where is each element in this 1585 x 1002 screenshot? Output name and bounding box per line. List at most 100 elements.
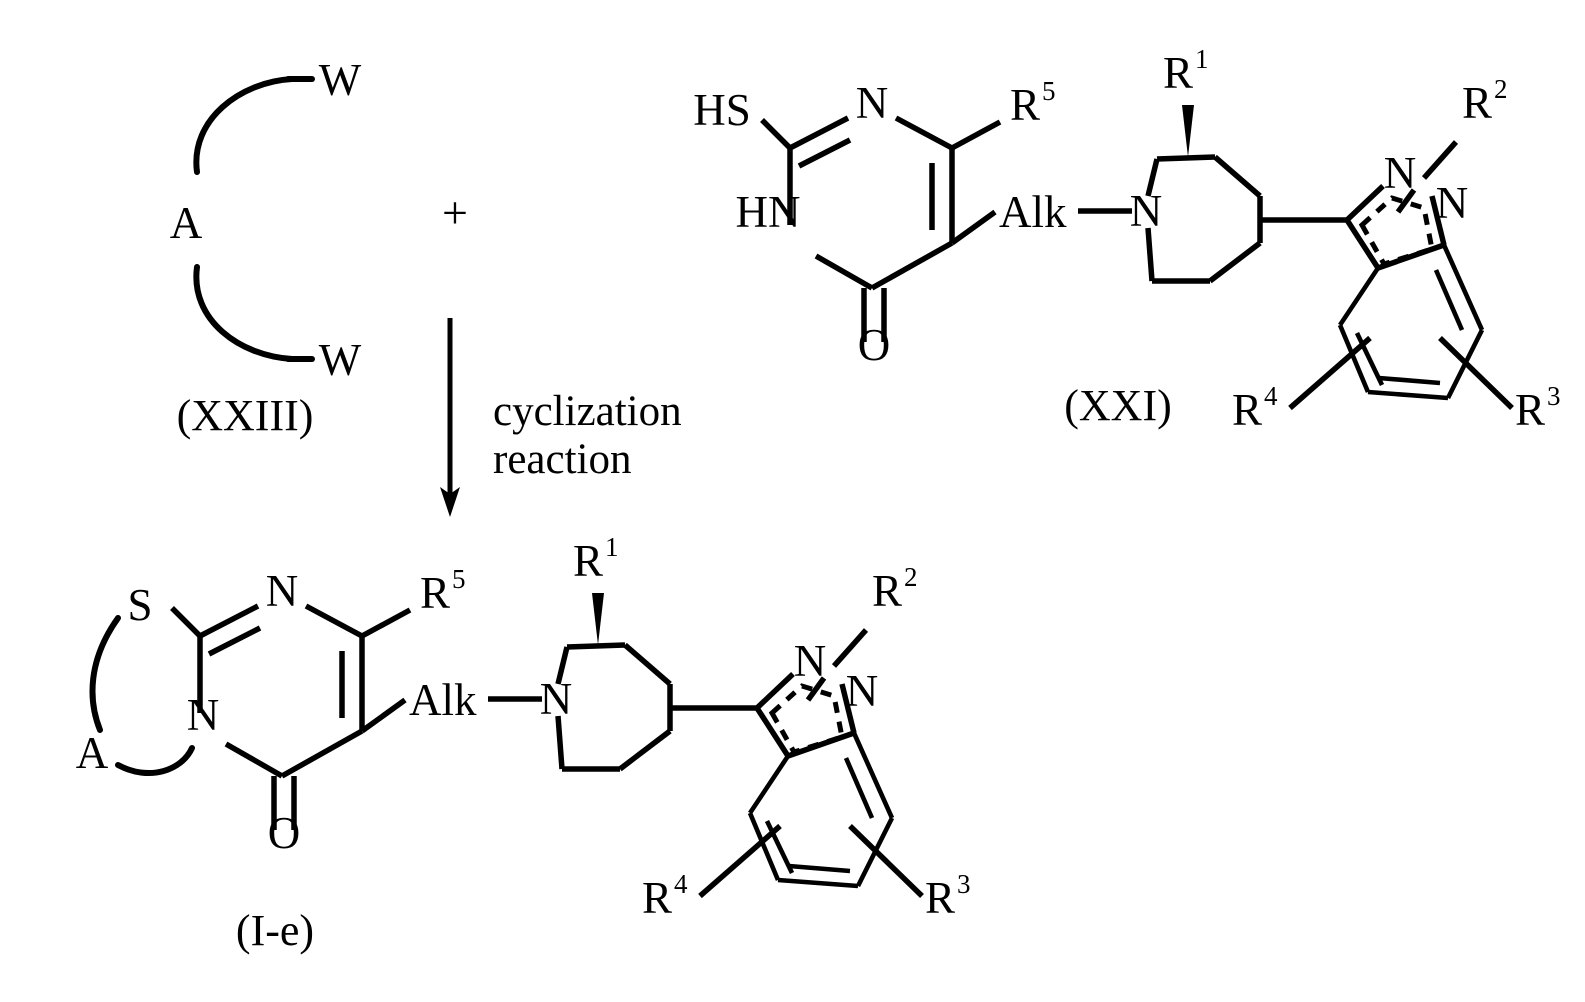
atom-label-hn-xxi: HN [736,187,801,237]
bond-c5-c6-xxi [870,240,954,291]
bond-wedge-r1-xxi [1182,105,1194,157]
bond-n1-r2-stub-ie [805,676,827,702]
bond-c6-n1-ie [224,741,284,779]
bond-c4-r5-ie [360,607,412,639]
bond-pip-c3-c4-xxi [1213,154,1262,199]
bond-c6-n1-xxi [814,253,874,291]
bond-a-to-n1-ie [115,745,195,776]
substituent-r1-superscript-xxi: 1 [1195,44,1209,74]
substituent-r4-superscript-ie: 4 [674,869,688,899]
atom-label-o-xxi: O [858,320,891,370]
compound-label-xxi: (XXI) [1064,381,1172,430]
substituent-r5-ie: R [420,568,450,618]
atom-label-piperidine-n-ie: N [540,674,573,724]
bond-benz-3-ie [777,877,859,889]
bond-pyz-c3-n1-ie [755,672,795,710]
substituent-r2-superscript-xxi: 2 [1494,74,1508,104]
arrow-condition-line1: cyclization [493,388,682,435]
substituent-r5-superscript-xxi: 5 [1042,76,1056,106]
substituent-r5-xxi: R [1010,80,1040,130]
bond-pyz-c3a-c3-xxi [1344,218,1381,270]
bond-pip-c5-c6-ie [618,728,672,772]
bond-c2-n3-inner-ie [207,625,262,657]
atom-label-s-ie: S [127,580,152,630]
substituent-r5-superscript-ie: 5 [452,564,466,594]
substituent-r3-xxi: R [1515,385,1545,435]
bond-pip-c2-c3-ie [566,642,626,650]
bond-wedge-r1-ie [592,593,604,645]
bond-a-to-w-top [193,76,295,175]
bond-benz-1-xxi [1338,266,1380,327]
substituent-r4-ie: R [642,873,672,923]
bond-benz-2-xxi [1337,324,1371,393]
bond-pip-c3-c4-ie [623,642,672,687]
substituent-r4-superscript-xxi: 4 [1264,381,1278,411]
bond-s-to-a-ie [89,615,121,733]
bond-benz-inner-2-xxi [1378,375,1441,386]
atom-label-pyrazole-n1-ie: N [794,636,827,686]
piperidine-ring-xxi: R 1 N [1130,44,1263,284]
bond-c2-n3-ie [198,603,260,639]
pyrazole-ring-xxi: N N R 2 [1344,74,1508,271]
reaction-arrow [440,318,460,517]
bond-pip-c5-c6-xxi [1208,240,1262,284]
pyrazole-aromatic-dashes-xxi [1358,195,1435,267]
plus-sign: + [442,187,468,238]
atom-label-o-ie: O [268,808,301,858]
bond-benz-1-ie [748,754,790,815]
bond-s-to-c2-ie [170,606,202,638]
atom-label-pyrazole-n2-xxi: N [1436,178,1469,228]
bond-benz-inner-1-xxi [1354,332,1385,386]
linker-alk-ie: Alk [409,675,477,725]
atom-label-n-top-ie: N [266,566,299,616]
substituent-r1-superscript-ie: 1 [605,532,619,562]
bond-n1-r2-stub-xxi [1395,188,1417,214]
product-ie-structure: S A N N O R 5 Alk R 1 N [76,532,971,955]
atom-label-n-bridge-ie: N [187,690,220,740]
bond-benz-5-ie [851,732,895,819]
substituent-r3-superscript-ie: 3 [957,869,971,899]
bond-c5-c6-ie [280,728,364,779]
bond-pyz-n2-c7-ie [839,683,857,734]
bond-benz-2-ie [747,812,781,881]
compound-label-xxiii: (XXIII) [177,391,314,440]
atom-label-pyrazole-n2-ie: N [846,666,879,716]
pyrazole-ring-ie: N N R 2 [754,562,918,759]
bond-r3-cross-xxi [1438,336,1514,410]
atom-label-pyrazole-n1-xxi: N [1384,148,1417,198]
substituent-r3-superscript-xxi: 3 [1547,381,1561,411]
bond-benz-inner-1-ie [764,820,795,874]
substituent-r1-xxi: R [1163,48,1193,98]
bond-n3-c4-ie [304,603,364,639]
bond-pyz-n2-c7-xxi [1429,195,1447,246]
bond-pip-n-c2-xxi [1145,158,1160,197]
substituent-r1-ie: R [573,536,603,586]
bond-benz-inner-3-xxi [1433,269,1465,331]
benzene-ring-xxi: R 4 R 3 [1232,244,1561,435]
bond-c5-alk-xxi [950,209,997,246]
bond-c5-alk-ie [360,697,407,734]
bond-r3-cross-ie [848,824,924,898]
pyrazole-aromatic-dashes-ie [768,683,845,755]
bond-hs-to-c2-xxi [760,118,792,150]
bond-r4-cross-xxi [1288,335,1372,411]
atom-label-w-top: W [319,55,362,105]
bond-pyz-c3-n1-xxi [1345,184,1385,222]
bond-pip-n-c2-ie [555,646,570,685]
atom-label-a-xxiii: A [170,198,203,248]
bond-a-to-w-bottom [193,264,295,362]
substituent-r3-ie: R [925,873,955,923]
arrow-condition-line2: reaction [493,436,631,483]
substituent-r2-ie: R [872,566,902,616]
atom-label-piperidine-n-xxi: N [1130,186,1163,236]
bond-pip-c2-c3-xxi [1156,154,1216,162]
atom-label-n-top-xxi: N [856,78,889,128]
bond-n3-c4-xxi [894,115,954,151]
bond-n1-to-r2-ie [831,628,869,668]
bond-r4-cross-ie [698,823,782,899]
linker-alk-xxi: Alk [999,187,1067,237]
arrow-head [440,487,460,517]
compound-label-ie: (I-e) [236,906,314,955]
substituent-r4-xxi: R [1232,385,1262,435]
